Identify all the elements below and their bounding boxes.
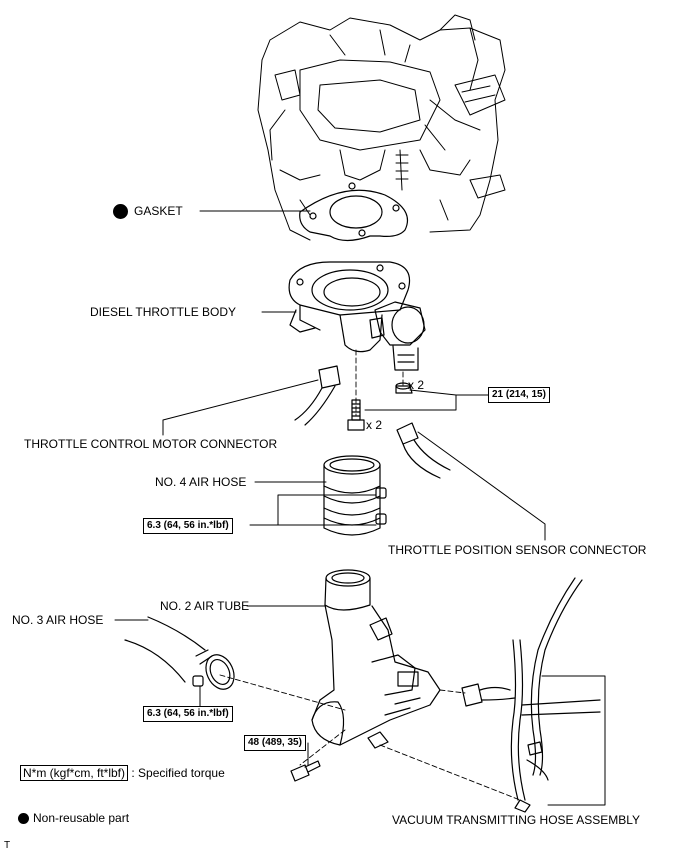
no4-air-hose-label: NO. 4 AIR HOSE <box>155 475 247 489</box>
no3-air-hose-label: NO. 3 AIR HOSE <box>12 613 104 627</box>
torque-no4-hose-clamp: 6.3 (64, 56 in.*lbf) <box>143 518 233 534</box>
gasket-drawing <box>299 182 409 242</box>
bolt-drawing <box>347 399 365 431</box>
torque-legend-description: : Specified torque <box>131 766 225 780</box>
vacuum-hose-drawing <box>510 577 601 813</box>
torque-legend: N*m (kgf*cm, ft*lbf) : Specified torque <box>20 765 225 781</box>
nut-drawing <box>395 382 413 394</box>
throttle-body-drawing <box>288 261 426 371</box>
torque-air-tube-bolt: 48 (489, 35) <box>244 735 306 751</box>
no2-air-tube-drawing <box>311 569 441 749</box>
torque-throttle-body: 21 (214, 15) <box>488 387 550 403</box>
diesel-throttle-body-label: DIESEL THROTTLE BODY <box>90 305 237 319</box>
no2-air-tube-label: NO. 2 AIR TUBE <box>160 599 250 613</box>
throttle-control-motor-connector-label: THROTTLE CONTROL MOTOR CONNECTOR <box>24 437 278 451</box>
torque-no3-hose-clamp: 6.3 (64, 56 in.*lbf) <box>143 706 233 722</box>
nut-quantity-label: x 2 <box>408 378 425 392</box>
vacuum-transmitting-hose-assembly-label: VACUUM TRANSMITTING HOSE ASSEMBLY <box>392 813 641 827</box>
sensor-connector-drawing <box>461 683 516 707</box>
leader-lines <box>114 210 606 806</box>
throttle-position-sensor-connector-drawing <box>396 422 451 479</box>
non-reusable-marker-icon <box>113 204 128 220</box>
engine-block-drawing <box>257 14 506 241</box>
non-reusable-legend: Non-reusable part <box>18 811 129 825</box>
bolt-quantity-label: x 2 <box>366 418 383 432</box>
non-reusable-legend-icon <box>18 813 29 825</box>
gasket-label: GASKET <box>113 204 183 220</box>
throttle-control-motor-connector-drawing <box>294 365 341 426</box>
footer-mark: T <box>4 840 11 851</box>
torque-unit-box: N*m (kgf*cm, ft*lbf) <box>20 765 129 781</box>
throttle-position-sensor-connector-label: THROTTLE POSITION SENSOR CONNECTOR <box>388 543 647 557</box>
air-tube-bolt-drawing <box>290 760 321 782</box>
no3-air-hose-drawing <box>124 616 235 690</box>
